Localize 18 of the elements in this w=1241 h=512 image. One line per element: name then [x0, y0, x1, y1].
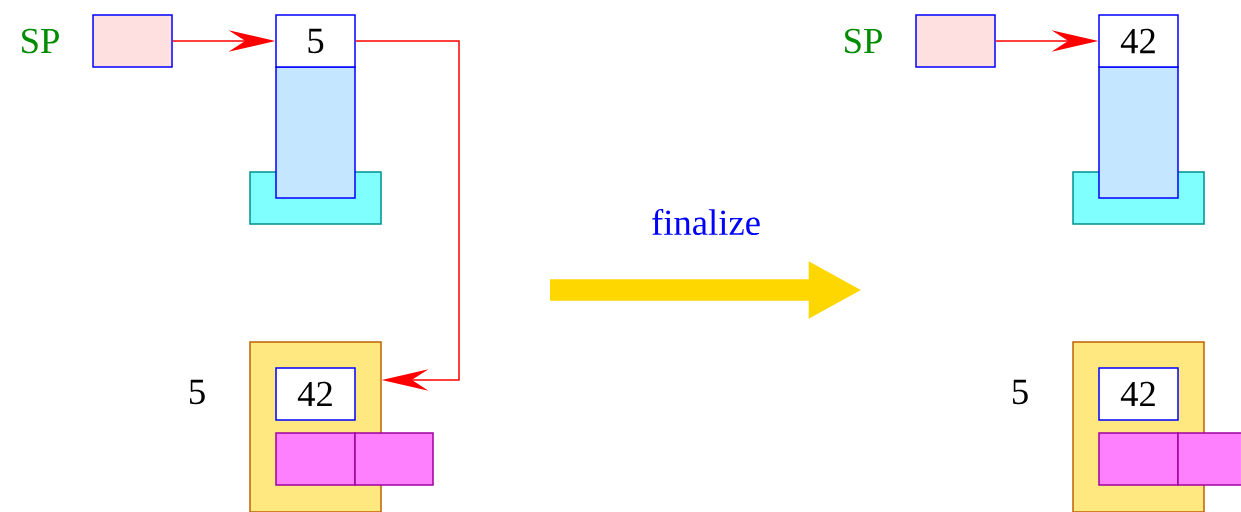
stack-column: [1098, 66, 1179, 199]
stack-cell: 42: [1098, 14, 1179, 68]
pointer-field: [1098, 432, 1179, 486]
address-label: 5: [190, 379, 205, 405]
register-label: SP: [22, 28, 59, 54]
pointer-box: [92, 14, 173, 68]
stack-cell: 5: [275, 14, 356, 68]
address-label: 5: [1013, 379, 1028, 405]
pointer-field: [354, 432, 434, 486]
pointer-box: [915, 14, 996, 68]
pointer-field: [275, 432, 356, 486]
arrow: [355, 40, 460, 391]
stack-column: [275, 66, 356, 199]
transition-label: finalize: [652, 208, 760, 236]
value-cell: 42: [275, 367, 356, 421]
value-cell: 42: [1098, 367, 1179, 421]
pointer-field: [1177, 432, 1241, 486]
register-label: SP: [845, 28, 882, 54]
